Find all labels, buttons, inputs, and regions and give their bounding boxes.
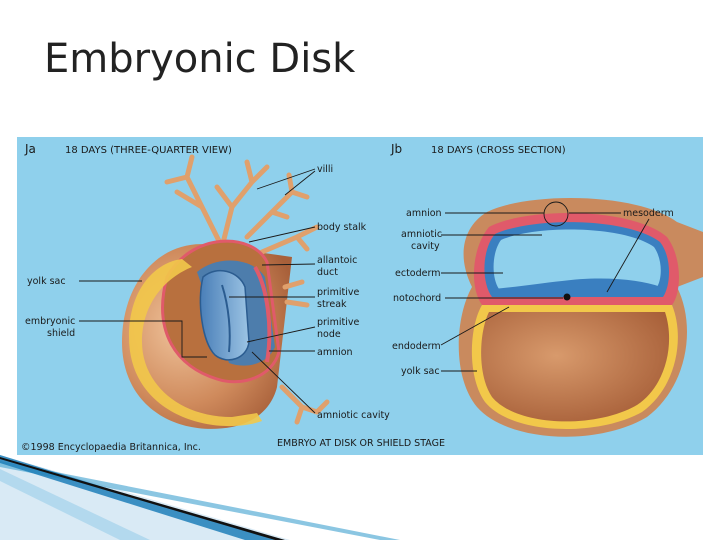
label-amnion-b: amnion	[406, 208, 442, 219]
primitive-streak	[221, 284, 231, 353]
panel-b-labels: amnion mesoderm amniotic cavity ectoderm…	[392, 208, 674, 377]
label-primitive-node-2: node	[317, 329, 341, 340]
panel-b-title: 18 DAYS (CROSS SECTION)	[431, 145, 566, 156]
label-primitive-streak-1: primitive	[317, 287, 359, 298]
notochord	[563, 293, 571, 301]
panel-a-title: 18 DAYS (THREE-QUARTER VIEW)	[65, 145, 232, 156]
embryonic-shield-disk	[199, 269, 250, 361]
mesoderm-strip-a	[253, 265, 272, 363]
label-amniotic-cavity-b-2: cavity	[411, 241, 440, 252]
label-mesoderm: mesoderm	[623, 208, 674, 219]
copyright-notice: ©1998 Encyclopaedia Britannica, Inc.	[21, 442, 201, 453]
label-allantoic-duct-1: allantoic	[317, 255, 357, 266]
label-yolk-sac-b: yolk sac	[401, 366, 440, 377]
yolk-sac-inner-b	[481, 312, 670, 422]
label-yolk-sac-a: yolk sac	[27, 276, 66, 287]
embryonic-disk-figure: Jа 18 DAYS (THREE-QUARTER VIEW) villi bo…	[17, 137, 703, 455]
amniotic-cavity-inner	[493, 229, 661, 289]
label-villi: villi	[317, 164, 333, 175]
panel-a-tag: Jа	[24, 142, 36, 156]
ectoderm-layer	[492, 278, 663, 297]
figure-caption: EMBRYO AT DISK OR SHIELD STAGE	[277, 438, 445, 449]
label-primitive-streak-2: streak	[317, 299, 347, 310]
panel-b-illustration	[458, 198, 703, 437]
label-amnion-a: amnion	[317, 347, 353, 358]
label-primitive-node-1: primitive	[317, 317, 359, 328]
label-allantoic-duct-2: duct	[317, 267, 338, 278]
label-ectoderm: ectoderm	[395, 268, 440, 279]
label-embryonic-shield-2: shield	[47, 328, 75, 339]
villi-branches	[164, 154, 330, 425]
amnion-bubble	[543, 201, 569, 227]
panel-b-tag: Jb	[390, 142, 402, 156]
label-amniotic-cavity-b-1: amniotic	[401, 229, 442, 240]
label-embryonic-shield-1: embryonic	[25, 316, 75, 327]
label-body-stalk: body stalk	[317, 222, 367, 233]
label-notochord: notochord	[393, 293, 441, 304]
label-amniotic-cavity-a: amniotic cavity	[317, 410, 390, 421]
footer-swoosh-decoration	[0, 455, 400, 540]
label-endoderm: endoderm	[392, 341, 441, 352]
panel-a-illustration	[122, 154, 330, 429]
slide-title: Embryonic Disk	[44, 36, 356, 82]
panel-a-labels: villi body stalk allantoic duct primitiv…	[25, 164, 390, 421]
